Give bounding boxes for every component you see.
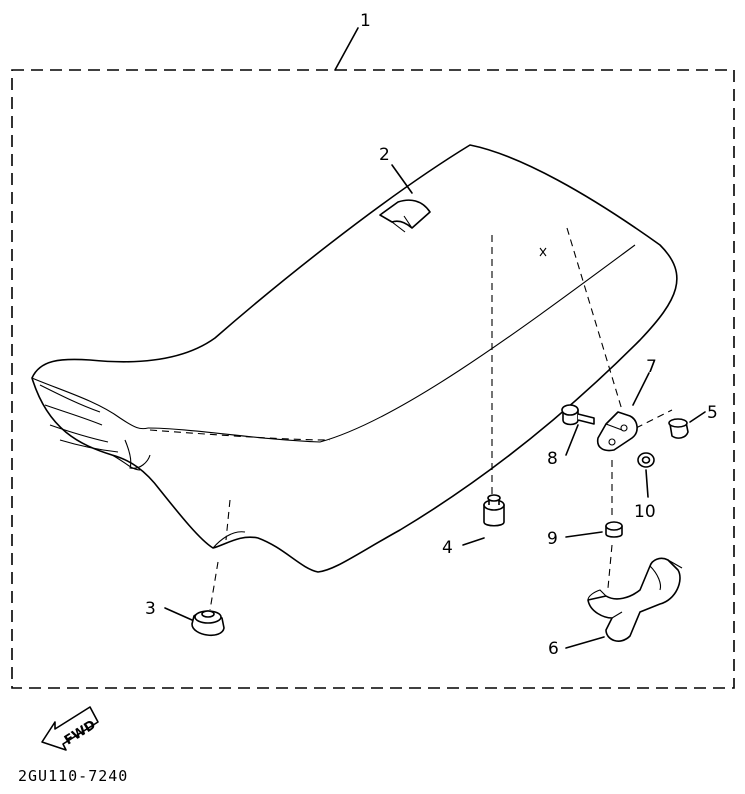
leader-lines [164,27,706,649]
assembly-boundary [11,69,735,689]
callout-8: 8 [547,449,558,469]
part-10-washer [637,452,655,468]
seat-assembly [31,144,678,573]
part-6-seat-hook [587,557,683,642]
part-4-damper [483,494,505,527]
diagram-code: 2GU110-7240 [18,767,128,785]
callout-2: 2 [379,145,390,165]
callout-5: 5 [707,403,718,423]
part-7-bracket [596,411,638,452]
callout-6: 6 [548,639,559,659]
part-9-collar [605,521,623,538]
installation-axes [209,227,673,611]
callout-7: 7 [646,357,657,377]
part-3-damper [191,610,225,636]
part-5-nut [668,418,689,439]
part-2-seat-strap [379,199,431,233]
callout-9: 9 [547,529,558,549]
callout-4: 4 [442,538,453,558]
callout-1: 1 [360,11,371,31]
callout-labels: 1 2 3 4 5 6 7 8 9 10 [145,11,718,659]
callout-10: 10 [634,502,656,522]
part-8-bolt [561,404,595,426]
callout-3: 3 [145,599,156,619]
fwd-arrow: FWD [41,706,99,751]
